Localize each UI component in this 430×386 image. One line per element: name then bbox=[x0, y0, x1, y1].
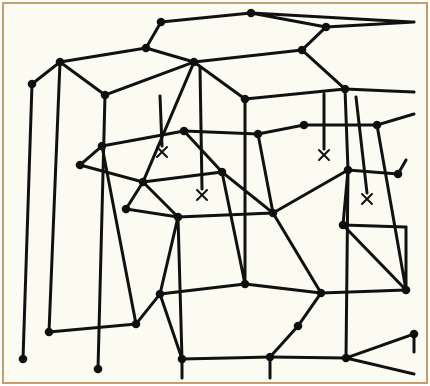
bond-line bbox=[343, 225, 406, 227]
atom-dot bbox=[339, 221, 348, 230]
atom-dot bbox=[76, 161, 85, 170]
bond-line bbox=[60, 62, 105, 95]
bond-line bbox=[245, 284, 321, 293]
atom-dot bbox=[98, 142, 107, 151]
atom-dot bbox=[122, 205, 131, 214]
bond-line bbox=[348, 170, 398, 174]
atom-dot bbox=[94, 365, 103, 374]
bond-line bbox=[102, 146, 136, 324]
atom-dot bbox=[269, 209, 278, 218]
bond-line bbox=[178, 213, 273, 217]
atom-dot bbox=[56, 58, 65, 67]
atom-dot bbox=[294, 322, 303, 331]
bond-line bbox=[345, 89, 348, 170]
atom-dot bbox=[300, 121, 309, 130]
bond-line bbox=[178, 217, 182, 359]
bond-line bbox=[302, 27, 326, 50]
atom-dot bbox=[101, 91, 110, 100]
vacancy-drop-line bbox=[200, 67, 202, 189]
atom-dot bbox=[241, 95, 250, 104]
crystal-lattice-diagram bbox=[4, 4, 426, 382]
bond-line bbox=[258, 125, 304, 134]
bond-line bbox=[346, 334, 414, 358]
bond-line bbox=[161, 13, 251, 22]
bond-line bbox=[182, 357, 270, 359]
atom-dot bbox=[190, 58, 199, 67]
vacancy-drop-line bbox=[160, 96, 162, 146]
bond-lines bbox=[23, 13, 414, 378]
bond-line bbox=[321, 290, 406, 293]
atom-dot bbox=[317, 289, 326, 298]
bond-line bbox=[126, 182, 143, 209]
bond-line bbox=[60, 48, 146, 62]
atom-dot bbox=[402, 286, 411, 295]
bond-line bbox=[146, 48, 194, 62]
atom-dot bbox=[394, 170, 403, 179]
bond-line bbox=[160, 284, 245, 294]
atom-dot bbox=[254, 130, 263, 139]
bond-line bbox=[136, 294, 160, 324]
bond-line bbox=[23, 84, 32, 359]
bond-line bbox=[143, 62, 194, 182]
bond-line bbox=[102, 131, 184, 146]
bond-line bbox=[160, 217, 178, 294]
atom-dot bbox=[373, 121, 382, 130]
atom-dot bbox=[132, 320, 141, 329]
atom-dot bbox=[342, 354, 351, 363]
atom-dot bbox=[241, 280, 250, 289]
bond-line bbox=[184, 131, 258, 134]
bond-line bbox=[346, 170, 348, 358]
atom-dot bbox=[298, 46, 307, 55]
bond-line bbox=[345, 89, 414, 92]
bond-line bbox=[49, 62, 60, 332]
atom-dot bbox=[142, 44, 151, 53]
atom-dot bbox=[139, 178, 148, 187]
atom-dot bbox=[19, 355, 28, 364]
atom-dot bbox=[28, 80, 37, 89]
atom-dot bbox=[322, 23, 331, 32]
bond-line bbox=[32, 62, 60, 84]
bond-line bbox=[326, 22, 414, 27]
bond-line bbox=[194, 50, 302, 62]
bond-line bbox=[377, 114, 414, 125]
atom-dot bbox=[266, 353, 275, 362]
bond-line bbox=[270, 326, 298, 357]
vacancy-drop-line bbox=[356, 97, 367, 193]
bond-line bbox=[245, 89, 345, 99]
atom-dot bbox=[247, 9, 256, 18]
bond-line bbox=[80, 146, 102, 165]
bond-line bbox=[270, 357, 346, 358]
atom-markers bbox=[19, 9, 419, 374]
atom-dot bbox=[157, 18, 166, 27]
atom-dot bbox=[341, 85, 350, 94]
bond-line bbox=[273, 170, 348, 213]
atom-dot bbox=[178, 355, 187, 364]
atom-dot bbox=[174, 213, 183, 222]
bond-line bbox=[80, 165, 143, 182]
atom-dot bbox=[218, 168, 227, 177]
bond-line bbox=[273, 213, 321, 293]
bond-line bbox=[302, 50, 345, 89]
bond-line bbox=[298, 293, 321, 326]
bond-line bbox=[143, 172, 222, 182]
bond-line bbox=[49, 324, 136, 332]
bond-line bbox=[160, 294, 182, 359]
atom-dot bbox=[410, 330, 419, 339]
bond-line bbox=[146, 22, 161, 48]
atom-dot bbox=[156, 290, 165, 299]
bond-line bbox=[346, 358, 414, 374]
atom-dot bbox=[45, 328, 54, 337]
atom-dot bbox=[344, 166, 353, 175]
atom-dot bbox=[180, 127, 189, 136]
